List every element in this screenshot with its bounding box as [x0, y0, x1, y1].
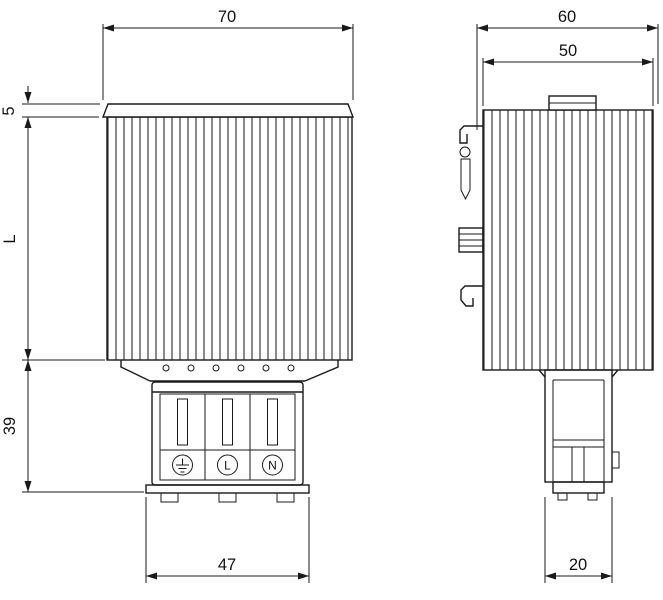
terminal-foot	[276, 492, 295, 503]
wire-slot	[177, 398, 188, 446]
dimension-5-label: 5	[0, 106, 18, 115]
clip-pivot	[459, 146, 471, 158]
clip-upper-hook	[459, 125, 483, 144]
housing-chamfer-left	[538, 369, 546, 378]
shoulder-left	[120, 360, 151, 382]
neutral-terminal-circle	[262, 454, 283, 476]
vent-hole	[262, 364, 270, 372]
dimension-47-label: 47	[218, 556, 236, 574]
dimension-60: 60	[476, 8, 659, 130]
housing-foot-tab	[587, 492, 598, 501]
dimension-39-label: 39	[1, 417, 19, 435]
neutral-terminal-label: N	[268, 459, 277, 473]
vent-hole	[187, 364, 195, 372]
earth-terminal-icon	[172, 454, 193, 476]
dimension-70-label: 70	[218, 8, 236, 26]
dimension-L: L	[1, 117, 105, 361]
vent-holes	[162, 364, 295, 372]
shoulder-right	[304, 360, 339, 382]
terminal-housing-side	[538, 369, 620, 501]
side-tab	[611, 451, 620, 469]
terminal-block-inner	[159, 393, 296, 481]
clip-lower-hook	[460, 285, 483, 307]
line-terminal: L	[217, 454, 238, 476]
dimension-47: 47	[145, 497, 310, 583]
dimension-50: 50	[482, 42, 654, 106]
terminal-foot	[160, 492, 179, 503]
terminal-foot	[218, 492, 237, 503]
line-terminal-circle	[217, 454, 238, 476]
vent-hole	[212, 364, 220, 372]
top-cap	[101, 103, 355, 118]
heater-fins-side	[482, 109, 654, 371]
housing-chamfer-right	[611, 369, 619, 378]
vent-hole	[162, 364, 170, 372]
wire-slot	[267, 398, 278, 446]
wire-slot	[222, 398, 233, 446]
din-rail-clip	[458, 125, 484, 307]
dimension-60-label: 60	[558, 8, 576, 26]
housing-outline	[544, 369, 613, 483]
dimension-70: 70	[102, 8, 354, 100]
side-view: 60 50 20	[458, 8, 659, 583]
terminal-block: L N	[145, 381, 310, 503]
terminal-block-flange	[145, 484, 310, 494]
screw-slot	[571, 446, 585, 483]
dimension-39: 39	[1, 360, 144, 493]
housing-foot	[552, 481, 605, 494]
front-view: L N 70 5	[0, 8, 355, 583]
earth-terminal-circle	[172, 454, 193, 476]
dimension-20: 20	[544, 497, 613, 583]
dimension-L-label: L	[1, 234, 19, 243]
clip-latch	[460, 158, 471, 201]
vent-hole	[287, 364, 295, 372]
line-terminal-label: L	[224, 459, 231, 473]
neutral-terminal: N	[262, 454, 283, 476]
housing-foot-tab	[557, 492, 568, 501]
dimension-50-label: 50	[559, 42, 577, 60]
dimension-5: 5	[0, 86, 100, 118]
heater-fins-front	[106, 116, 353, 361]
dimension-20-label: 20	[569, 556, 587, 574]
vent-hole	[237, 364, 245, 372]
